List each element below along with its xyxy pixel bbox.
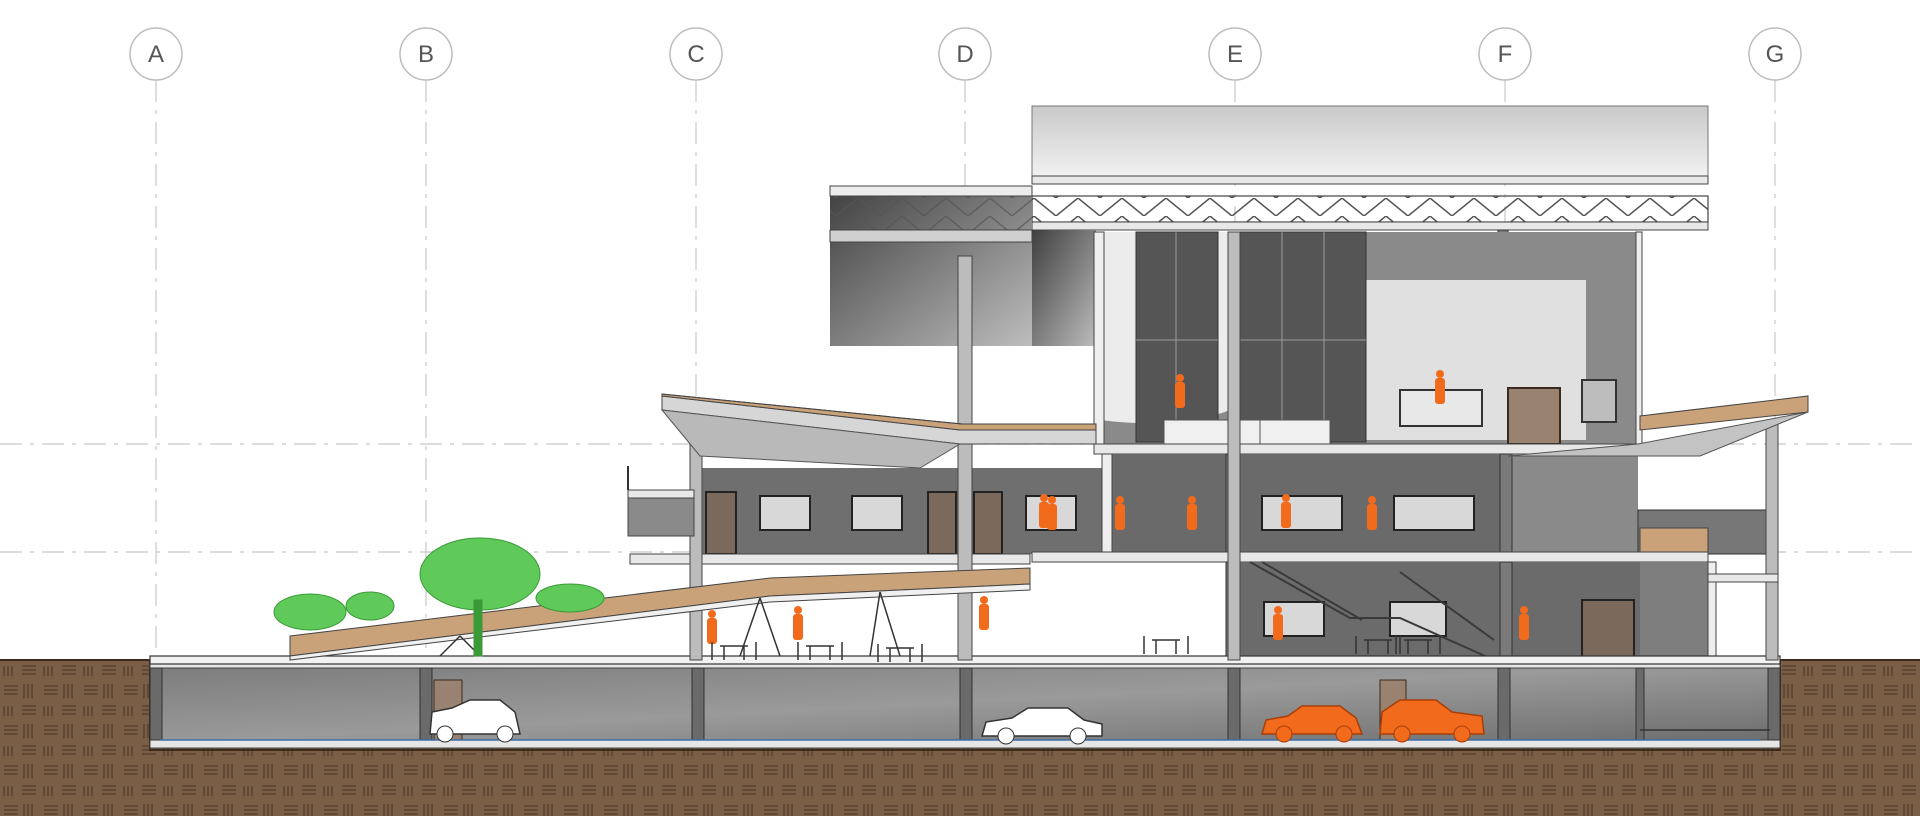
table-set-icon: [711, 636, 1441, 662]
car-icon: [1379, 699, 1485, 743]
roof-block: [1031, 105, 1709, 249]
person-icon: [1519, 606, 1529, 640]
access-ramp: [289, 567, 1031, 661]
person-icon: [1039, 494, 1049, 528]
grid-label: C: [687, 41, 704, 68]
tree-icon: [273, 537, 605, 657]
grid-label: A: [148, 41, 164, 68]
roof-terrace-right: [1507, 395, 1809, 457]
table-set-icon: [1395, 636, 1441, 654]
table-set-icon: [797, 642, 843, 660]
car-icon: [1261, 705, 1364, 743]
grid-label: B: [418, 41, 434, 68]
person-icon: [1175, 374, 1185, 408]
person-icon: [1187, 496, 1197, 530]
car-icon: [981, 707, 1103, 745]
stair-icon: [1249, 561, 1495, 661]
person-icon: [793, 606, 803, 640]
side-balcony-right: [1639, 527, 1779, 583]
person-icon: [707, 610, 717, 644]
person-icon: [1435, 370, 1445, 404]
grid-bubble: [1478, 27, 1532, 81]
basement-parking: [149, 659, 1781, 749]
grid-bubble: [399, 27, 453, 81]
person-icon: [979, 596, 989, 630]
ground-floor: [1225, 561, 1717, 661]
grid-bubble: [938, 27, 992, 81]
grid-bubble: [1208, 27, 1262, 81]
person-icon: [1115, 496, 1125, 530]
balcony-left: [627, 466, 695, 537]
cantilever-box: [829, 185, 1096, 346]
table-set-icon: [877, 644, 923, 662]
people: [707, 370, 1529, 644]
person-icon: [1273, 606, 1283, 640]
roof-terrace-left: [660, 393, 1097, 469]
car-icon: [429, 699, 521, 743]
grid-bubble: [129, 27, 183, 81]
grid-label: G: [1766, 41, 1785, 68]
grid-label: E: [1227, 41, 1243, 68]
table-set-icon: [1143, 636, 1189, 654]
grid-label: F: [1498, 41, 1513, 68]
upper-hall: [1093, 231, 1643, 445]
person-icon: [1281, 494, 1291, 528]
grid-bubble: [1748, 27, 1802, 81]
grid-label: D: [956, 41, 973, 68]
person-icon: [1047, 496, 1057, 530]
table-set-icon: [1355, 636, 1401, 654]
person-icon: [1367, 496, 1377, 530]
grid-bubble: [669, 27, 723, 81]
table-set-icon: [711, 642, 757, 660]
